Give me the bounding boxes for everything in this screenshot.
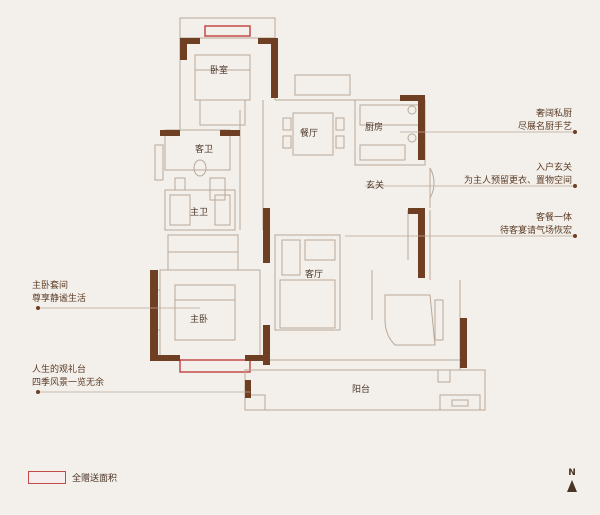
- callout-kitchen-desc: 尽展名厨手艺: [517, 122, 572, 132]
- callout-living: 客餐一体 待客宴请气场恢宏: [500, 212, 572, 238]
- callout-leaders: [38, 131, 575, 393]
- callout-entrance-desc: 为主人预留更衣、置物空间: [463, 176, 572, 186]
- plan-outline-lines: [151, 17, 486, 411]
- gift-area-swatch: [28, 471, 66, 484]
- room-label-bedroom: 卧室: [210, 64, 228, 76]
- room-label-entrance: 玄关: [366, 179, 384, 191]
- callout-entrance: 入户玄关 为主人预留更衣、置物空间: [464, 162, 572, 188]
- room-label-guest-bath: 客卫: [195, 143, 213, 155]
- room-label-kitchen: 厨房: [365, 121, 383, 133]
- callout-kitchen-title: 奢阔私厨: [535, 109, 572, 119]
- north-compass: N: [566, 468, 578, 492]
- north-arrow-icon: [567, 480, 577, 492]
- legend: 全赠送面积: [28, 471, 117, 484]
- callout-entrance-title: 入户玄关: [535, 163, 572, 173]
- callout-balcony-desc: 四季风景一览无余: [32, 378, 105, 388]
- legend-label: 全赠送面积: [72, 474, 118, 484]
- room-label-living: 客厅: [305, 268, 323, 280]
- callout-balcony-title: 人生的观礼台: [32, 365, 87, 375]
- plan-walls: [150, 38, 467, 398]
- callout-balcony: 人生的观礼台 四季风景一览无余: [32, 364, 104, 390]
- callout-kitchen: 奢阔私厨 尽展名厨手艺: [518, 108, 572, 134]
- room-label-dining: 餐厅: [300, 127, 318, 139]
- compass-letter: N: [568, 468, 576, 478]
- callout-living-desc: 待客宴请气场恢宏: [499, 226, 572, 236]
- room-label-balcony: 阳台: [352, 383, 370, 395]
- room-label-master-bedroom: 主卧: [190, 313, 208, 325]
- callout-master-title: 主卧套间: [32, 281, 69, 291]
- room-label-master-bath: 主卫: [190, 206, 208, 218]
- callout-master-desc: 尊享静谧生活: [32, 294, 87, 304]
- callout-living-title: 客餐一体: [535, 213, 572, 223]
- callout-master: 主卧套间 尊享静谧生活: [32, 280, 86, 306]
- callout-dots: [36, 130, 577, 394]
